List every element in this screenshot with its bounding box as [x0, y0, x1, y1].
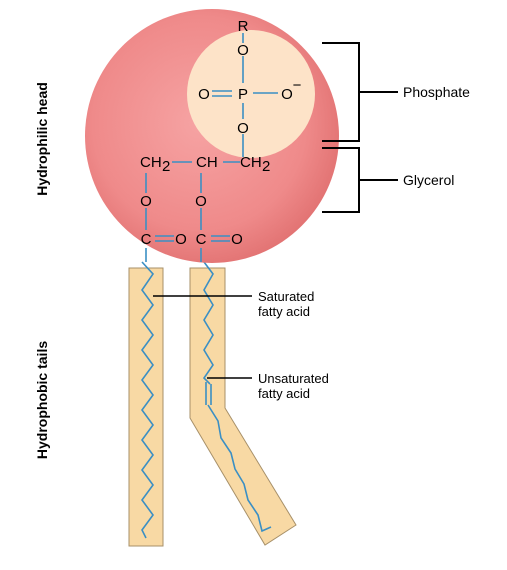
- ch2-left-subscript: 2: [162, 158, 170, 175]
- hydrophobic-tails-label: Hydrophobic tails: [34, 341, 50, 459]
- carbonyl-oxygen-right-label: O: [231, 231, 243, 248]
- carbon-right-label: C: [196, 231, 207, 248]
- chemical-bonds: [145, 33, 278, 262]
- hydrophilic-head-label: Hydrophilic head: [34, 82, 50, 196]
- phosphate-region: [187, 30, 315, 158]
- ch2-left-label: CH: [140, 154, 162, 171]
- r-group-label: R: [238, 18, 249, 35]
- ch2-right-subscript: 2: [262, 158, 270, 175]
- oxygen-left-label: O: [140, 193, 152, 210]
- oxygen-negative-label: O: [281, 86, 293, 103]
- oxygen-right-label: O: [195, 193, 207, 210]
- saturated-label-line1: Saturated: [258, 289, 314, 304]
- phosphate-bracket: [322, 42, 398, 142]
- unsaturated-label-line1: Unsaturated: [258, 371, 329, 386]
- saturated-label-line2: fatty acid: [258, 304, 310, 319]
- carbonyl-oxygen-left-label: O: [175, 231, 187, 248]
- phosphorus-label: P: [238, 86, 248, 103]
- unsaturated-label-line2: fatty acid: [258, 386, 310, 401]
- glycerol-bracket: [322, 147, 398, 213]
- saturated-tail: [128, 261, 164, 547]
- ch2-right-label: CH: [240, 154, 262, 171]
- oxygen-ester-label: O: [237, 120, 249, 137]
- oxygen-top-label: O: [237, 42, 249, 59]
- glycerol-label: Glycerol: [403, 172, 454, 188]
- oxygen-double-label: O: [198, 86, 210, 103]
- ch-middle-label: CH: [196, 154, 218, 171]
- negative-charge-label: −: [293, 77, 302, 94]
- carbon-left-label: C: [141, 231, 152, 248]
- unsaturated-tail: [189, 261, 297, 546]
- phosphate-label: Phosphate: [403, 84, 470, 100]
